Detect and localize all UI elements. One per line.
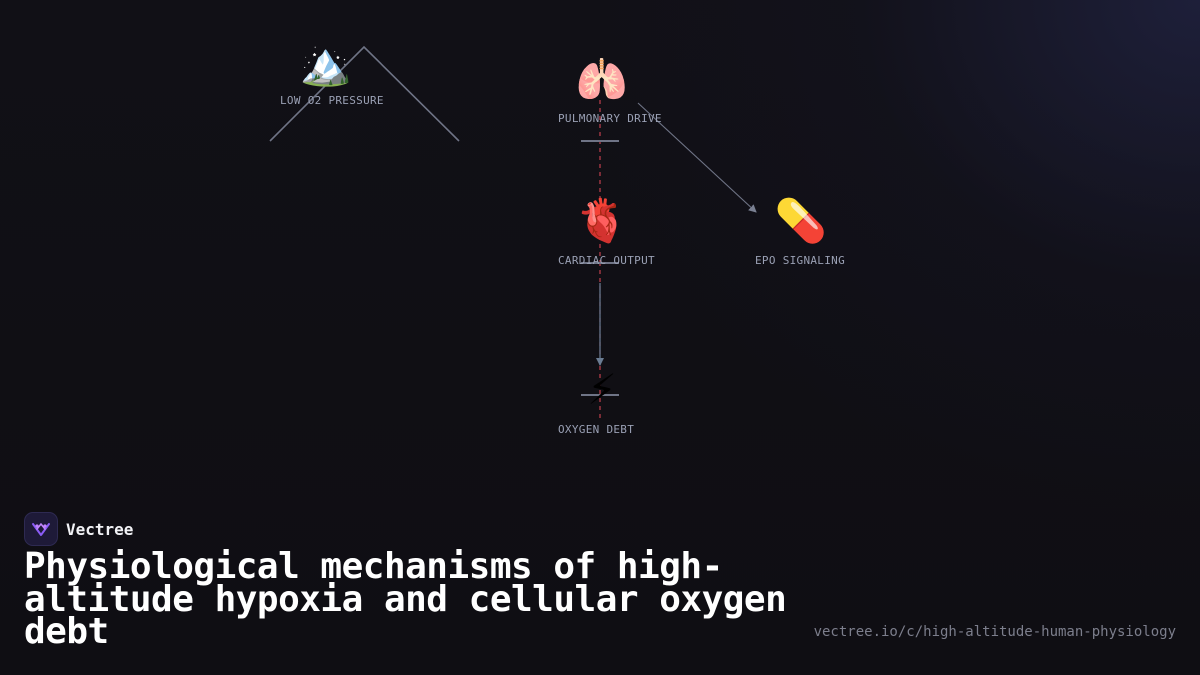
- page-url[interactable]: vectree.io/c/high-altitude-human-physiol…: [813, 624, 1176, 640]
- node-label-low-o2-pressure: LOW O2 PRESSURE: [280, 94, 384, 107]
- node-label-pulmonary-drive: PULMONARY DRIVE: [558, 112, 662, 125]
- page-title: Physiological mechanisms of high-altitud…: [24, 546, 787, 652]
- edge-pulmonary-epo: [637, 102, 757, 213]
- brand[interactable]: Vectree: [24, 512, 133, 546]
- heart-icon: 🫀: [575, 196, 629, 245]
- node-label-epo-signaling: EPO SIGNALING: [755, 254, 845, 267]
- mountain-icon: 🏔️: [299, 39, 353, 88]
- peak-outline: [269, 45, 460, 142]
- node-label-cardiac-output: CARDIAC OUTPUT: [558, 254, 655, 267]
- lungs-icon: 🫁: [575, 55, 629, 104]
- brand-name: Vectree: [66, 519, 134, 539]
- lightning-icon: ⚡: [587, 365, 617, 414]
- pill-icon: 💊: [774, 196, 828, 245]
- vectree-logo-icon: [24, 512, 58, 546]
- node-label-oxygen-debt: OXYGEN DEBT: [558, 423, 635, 436]
